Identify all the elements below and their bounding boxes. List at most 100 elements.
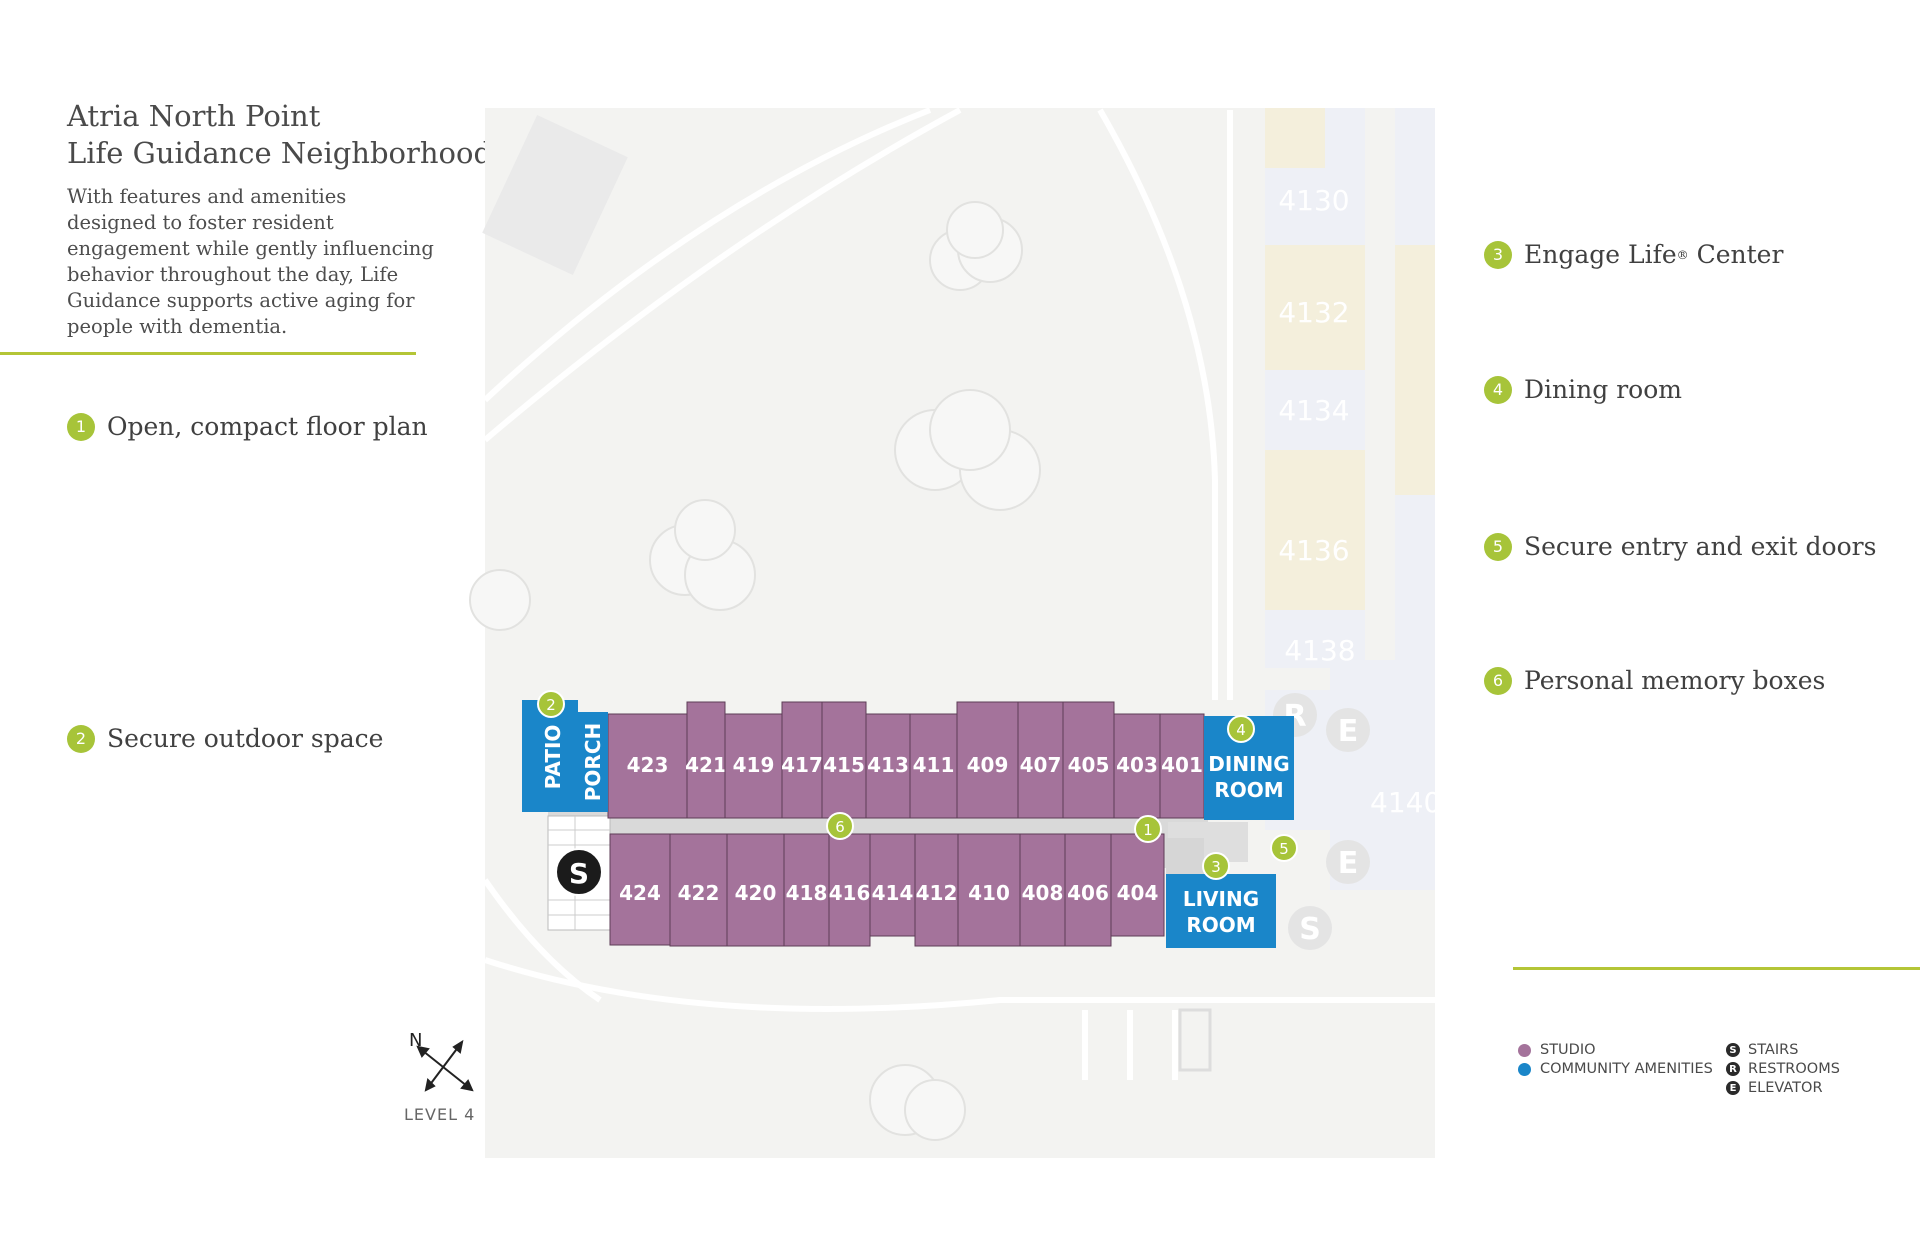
unit-number-label: 416 — [829, 881, 871, 905]
legend-stairs: S STAIRS — [1726, 1042, 1798, 1058]
studio-unit — [869, 833, 916, 937]
marker-number: 5 — [1279, 840, 1289, 858]
unit-number-label: 419 — [733, 753, 775, 777]
studio-unit — [914, 833, 959, 947]
site-building — [482, 114, 628, 276]
studio-unit — [956, 701, 1019, 819]
feature-label: Secure outdoor space — [107, 724, 384, 753]
unit-number-label: 401 — [1161, 753, 1203, 777]
unit-number-label: 423 — [627, 753, 669, 777]
legend-elevator: E ELEVATOR — [1726, 1080, 1823, 1096]
feature-label: Dining room — [1524, 375, 1682, 404]
living-alcove — [1166, 838, 1204, 874]
unit-number-label: 415 — [823, 753, 865, 777]
feature-number: 5 — [1484, 532, 1512, 561]
dining-room-label: DINING — [1208, 752, 1289, 776]
elevator-icon: E — [1338, 714, 1359, 749]
compass-north-label: N — [409, 1030, 422, 1051]
unit-number-label: 408 — [1022, 881, 1064, 905]
studio-unit — [781, 701, 823, 819]
studio-swatch — [1518, 1043, 1531, 1057]
legend-studio: STUDIO — [1518, 1042, 1596, 1058]
neighbor-unit-label: 4140 — [1370, 786, 1441, 819]
unit-number-label: 418 — [786, 881, 828, 905]
stairs-icon: S — [1726, 1043, 1740, 1057]
feature-number: 6 — [1484, 666, 1512, 695]
feature-3: 3 Engage Life® Center — [1484, 240, 1783, 269]
unit-number-label: 420 — [735, 881, 777, 905]
unit-number-label: 414 — [872, 881, 914, 905]
porch-block — [578, 712, 608, 812]
stairs-icon — [555, 848, 603, 896]
unit-number-label: 404 — [1117, 881, 1159, 905]
neighbor-unit-label: 4134 — [1278, 394, 1349, 427]
site-paths — [482, 107, 1435, 1080]
studio-unit — [1113, 713, 1161, 819]
studio-unit — [828, 833, 871, 947]
studio-unit — [1062, 701, 1115, 819]
feature-5: 5 Secure entry and exit doors — [1484, 532, 1876, 561]
dining-room-label: ROOM — [1214, 778, 1283, 802]
studio-unit — [783, 833, 830, 947]
unit-number-label: 412 — [916, 881, 958, 905]
unit-number-label: 422 — [678, 881, 720, 905]
feature-label: Secure entry and exit doors — [1524, 532, 1877, 561]
compass-icon — [416, 1039, 474, 1092]
feature-label: Personal memory boxes — [1524, 666, 1826, 695]
feature-2: 2 Secure outdoor space — [67, 724, 383, 753]
unit-number-label: 411 — [913, 753, 955, 777]
registered-mark: ® — [1676, 247, 1689, 262]
feature-number: 4 — [1484, 375, 1512, 404]
marker-number: 6 — [835, 818, 845, 836]
studio-unit — [669, 833, 728, 947]
unit-number-label: 403 — [1116, 753, 1158, 777]
neighbor-unit-label: 4136 — [1278, 534, 1349, 567]
stairs-icon-letter: S — [569, 857, 589, 890]
marker-4 — [1227, 715, 1255, 743]
marker-2 — [537, 690, 565, 718]
elevator-icon: E — [1726, 1081, 1740, 1095]
legend-label: COMMUNITY AMENITIES — [1540, 1061, 1713, 1077]
hatched-spot — [1178, 1008, 1212, 1072]
unit-number-label: 409 — [967, 753, 1009, 777]
studio-unit — [1019, 833, 1066, 947]
unit-number-label: 421 — [685, 753, 727, 777]
studio-unit — [1110, 833, 1165, 937]
stairs-icon: S — [1299, 912, 1321, 947]
unit-number-label: 424 — [619, 881, 661, 905]
description: With features and amenities designed to … — [67, 185, 434, 338]
page-title: Atria North Point Life Guidance Neighbor… — [67, 98, 492, 172]
unit-number-label: 406 — [1067, 881, 1109, 905]
unit-number-label: 413 — [867, 753, 909, 777]
feature-label: Engage Life — [1524, 240, 1677, 269]
map-markers: 2 4 6 1 5 3 — [537, 690, 1298, 880]
feature-6: 6 Personal memory boxes — [1484, 666, 1825, 695]
unit-number-label: 407 — [1020, 753, 1062, 777]
adjacent-building — [1265, 108, 1435, 890]
marker-number: 3 — [1211, 858, 1221, 876]
feature-label-suffix: Center — [1688, 240, 1784, 269]
unit-number-label: 405 — [1068, 753, 1110, 777]
living-room-block — [1166, 874, 1276, 948]
studio-unit — [724, 713, 783, 819]
feature-number: 3 — [1484, 240, 1512, 269]
studio-unit — [607, 713, 688, 819]
divider-right — [1513, 967, 1920, 970]
living-room-label: LIVING — [1183, 887, 1259, 911]
marker-6 — [826, 812, 854, 840]
legend-restrooms: R RESTROOMS — [1726, 1061, 1840, 1077]
unit-number-label: 417 — [781, 753, 823, 777]
divider-left — [0, 352, 416, 355]
studio-unit — [1017, 701, 1064, 819]
feature-label: Open, compact floor plan — [107, 412, 428, 441]
title-line-1: Atria North Point — [67, 99, 321, 133]
title-line-2: Life Guidance Neighborhood — [67, 136, 493, 170]
neighbor-unit-label: 4130 — [1278, 184, 1349, 217]
feature-number: 2 — [67, 724, 95, 753]
site-trees — [469, 201, 1041, 1141]
living-room-label: ROOM — [1186, 913, 1255, 937]
marker-number: 4 — [1236, 721, 1246, 739]
patio-block — [522, 700, 578, 812]
